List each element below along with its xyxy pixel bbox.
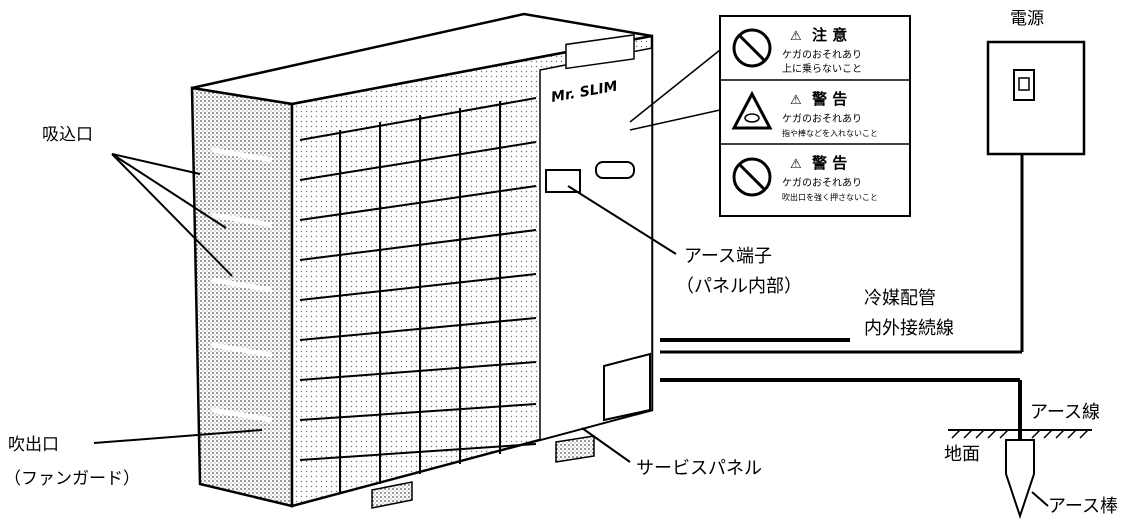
unit-label-plate	[565, 34, 635, 70]
connection-lines	[660, 154, 1024, 440]
warning-callout-pointer	[629, 49, 721, 131]
unit-foot	[555, 435, 595, 463]
warning-title: 警 告	[811, 154, 847, 172]
warning-icon-prefix: ⚠	[790, 93, 802, 108]
fan-guard-grid	[299, 97, 537, 494]
warning-line: 上に乗らないこと	[782, 63, 862, 75]
label-ground: 地面	[944, 444, 980, 465]
label-outlet: 吹出口	[8, 435, 59, 455]
warning-line: ケガのおそれあり	[782, 113, 862, 125]
caution-triangle-icon	[731, 90, 773, 130]
warning-title: 警 告	[811, 90, 847, 108]
label-inlet: 吸込口	[42, 125, 93, 145]
label-refrigerant-pipe: 冷媒配管	[864, 288, 936, 309]
label-earth-rod: アース棒	[1048, 496, 1118, 517]
warning-line: 指や棒などを入れないこと	[782, 128, 878, 138]
label-outlet-sub: （ファンガード）	[4, 469, 140, 489]
leader-lines	[93, 153, 1049, 507]
warning-item-2: ⚠ 警 告 ケガのおそれあり 指や棒などを入れないこと	[731, 90, 878, 138]
warning-line: ケガのおそれあり	[782, 49, 862, 61]
label-earth-terminal-sub: （パネル内部）	[676, 276, 802, 297]
warning-line: ケガのおそれあり	[782, 177, 862, 189]
outdoor-unit: Mr. SLIM	[190, 12, 654, 509]
warning-icon-prefix: ⚠	[790, 157, 802, 172]
power-switch-box	[986, 40, 1086, 156]
no-entry-icon	[732, 157, 772, 197]
label-power: 電源	[1010, 9, 1044, 29]
warning-line: 吹出口を強く押さないこと	[782, 192, 878, 202]
earth-terminal-block	[545, 169, 581, 193]
ground-line	[948, 429, 1092, 439]
warning-title: 注 意	[812, 26, 847, 44]
label-service-panel: サービスパネル	[636, 458, 762, 479]
unit-side-face	[190, 86, 294, 508]
warning-item-1: ⚠ 注 意 ケガのおそれあり 上に乗らないこと	[732, 26, 862, 75]
side-inlet-slats	[211, 147, 273, 423]
panel-handle	[595, 161, 635, 179]
label-connection-wire: 内外接続線	[864, 318, 954, 339]
service-panel	[603, 352, 651, 422]
no-entry-icon	[732, 28, 772, 68]
earth-rod-icon	[1005, 439, 1035, 520]
unit-foot	[371, 481, 413, 509]
warning-icon-prefix: ⚠	[790, 29, 802, 44]
warning-item-3: ⚠ 警 告 ケガのおそれあり 吹出口を強く押さないこと	[732, 154, 878, 202]
label-earth-wire: アース線	[1030, 402, 1100, 423]
label-earth-terminal: アース端子	[684, 246, 772, 267]
